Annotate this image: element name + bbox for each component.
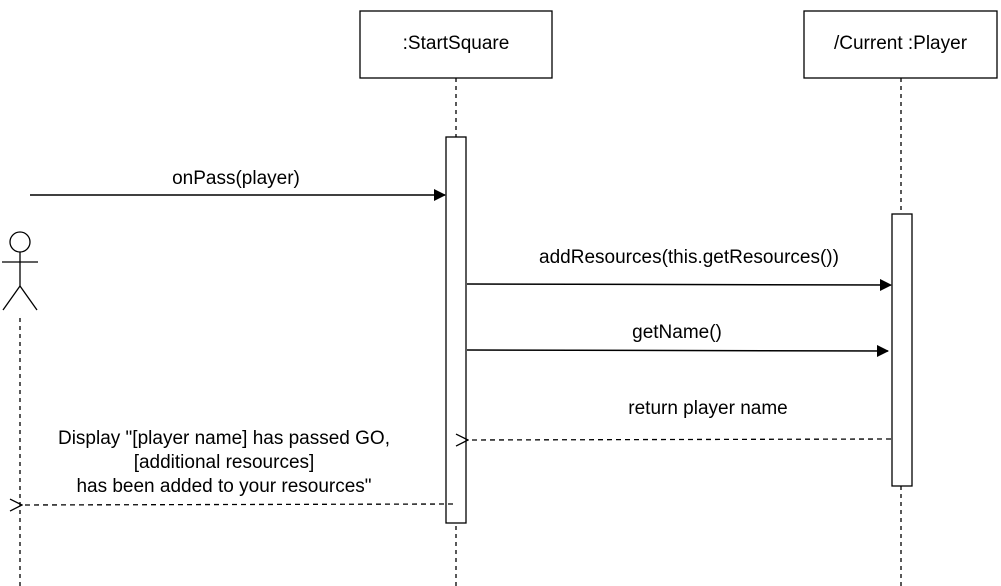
display-message-line-3: has been added to your resources" bbox=[76, 476, 372, 497]
add-resources-label: addResources(this.getResources()) bbox=[539, 247, 839, 268]
participant-label-start-square: :StartSquare bbox=[402, 33, 510, 54]
get-name-label: getName() bbox=[632, 322, 722, 343]
participant-label-current-player: /Current :Player bbox=[833, 33, 968, 54]
return-name-label: return player name bbox=[628, 398, 788, 419]
participant-box-current-player[interactable] bbox=[803, 10, 998, 79]
start-square-activation[interactable] bbox=[445, 136, 467, 524]
get-name-arrow[interactable] bbox=[466, 344, 889, 357]
actor-icon[interactable] bbox=[2, 231, 38, 311]
current-player-activation[interactable] bbox=[891, 213, 913, 487]
add-resources-arrow[interactable] bbox=[466, 278, 892, 291]
on-pass-label: onPass(player) bbox=[172, 168, 300, 189]
return-name-arrow[interactable] bbox=[468, 439, 892, 440]
display-message-line-2: [additional resources] bbox=[133, 452, 315, 473]
display-message-label: Display "[player name] has passed GO, [a… bbox=[24, 427, 424, 499]
display-arrow[interactable] bbox=[22, 504, 454, 505]
display-message-line-1: Display "[player name] has passed GO, bbox=[57, 428, 390, 449]
